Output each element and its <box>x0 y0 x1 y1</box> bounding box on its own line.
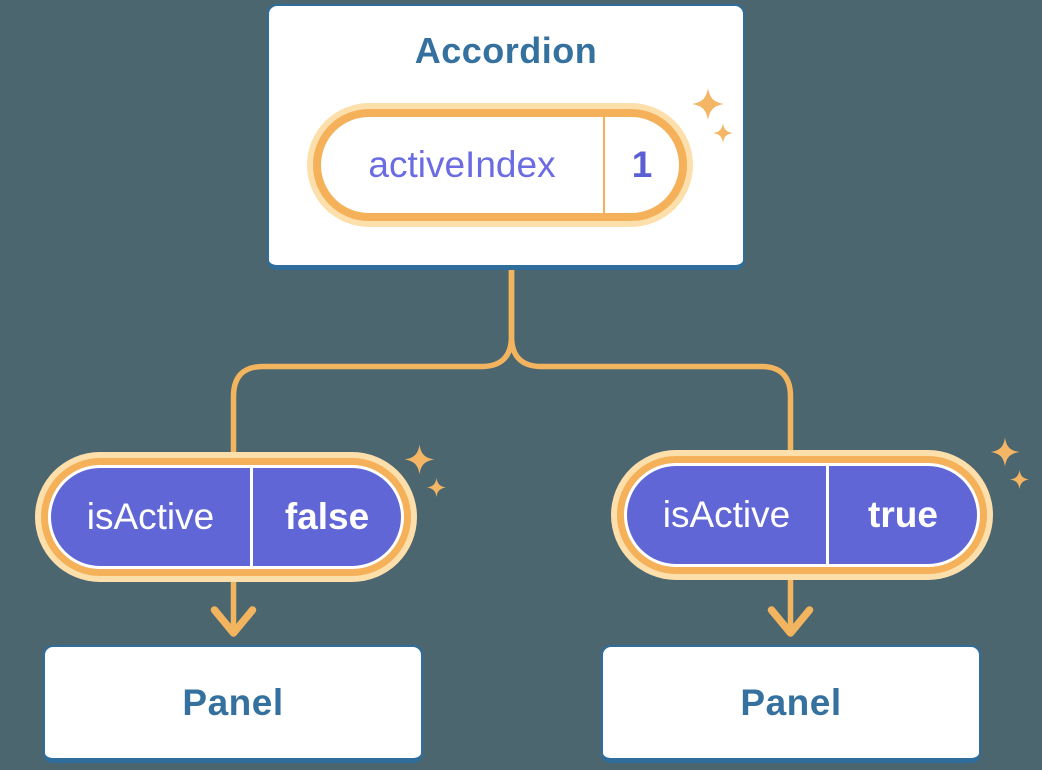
sparkle-icon <box>691 87 725 121</box>
prop-pill-body: isActive true <box>624 463 980 567</box>
prop-pill-body: isActive false <box>48 465 404 569</box>
prop-pill-ring: isActive true <box>617 456 987 574</box>
panel-node-right: Panel <box>601 645 981 763</box>
sparkle-icon <box>990 437 1020 467</box>
arrowhead-right-icon <box>767 606 814 637</box>
prop-pill-false: isActive false <box>35 452 417 582</box>
state-pill-divider <box>603 117 605 213</box>
sparkle-icon <box>427 478 446 497</box>
connector-left-branch <box>230 270 515 632</box>
prop-name-label: isActive <box>86 496 215 537</box>
prop-name-label: isActive <box>662 494 791 535</box>
state-pill: activeIndex 1 <box>307 103 693 227</box>
prop-pill-ring: isActive false <box>41 458 411 576</box>
sparkle-icon <box>713 123 733 143</box>
sparkle-icon <box>404 444 435 475</box>
accordion-title: Accordion <box>414 30 598 71</box>
prop-value: false <box>284 496 370 537</box>
arrowhead-left-icon <box>210 606 257 637</box>
prop-value: true <box>868 494 938 535</box>
prop-pill-divider <box>250 468 253 566</box>
state-pill-ring: activeIndex 1 <box>313 109 687 221</box>
state-name-label: activeIndex <box>368 144 556 185</box>
prop-pill-divider <box>826 466 829 564</box>
sparkle-icon <box>1010 470 1029 489</box>
connector-right-branch <box>508 270 794 632</box>
panel-node-left: Panel <box>43 645 423 763</box>
prop-pill-true: isActive true <box>611 450 993 580</box>
state-value: 1 <box>631 144 653 185</box>
